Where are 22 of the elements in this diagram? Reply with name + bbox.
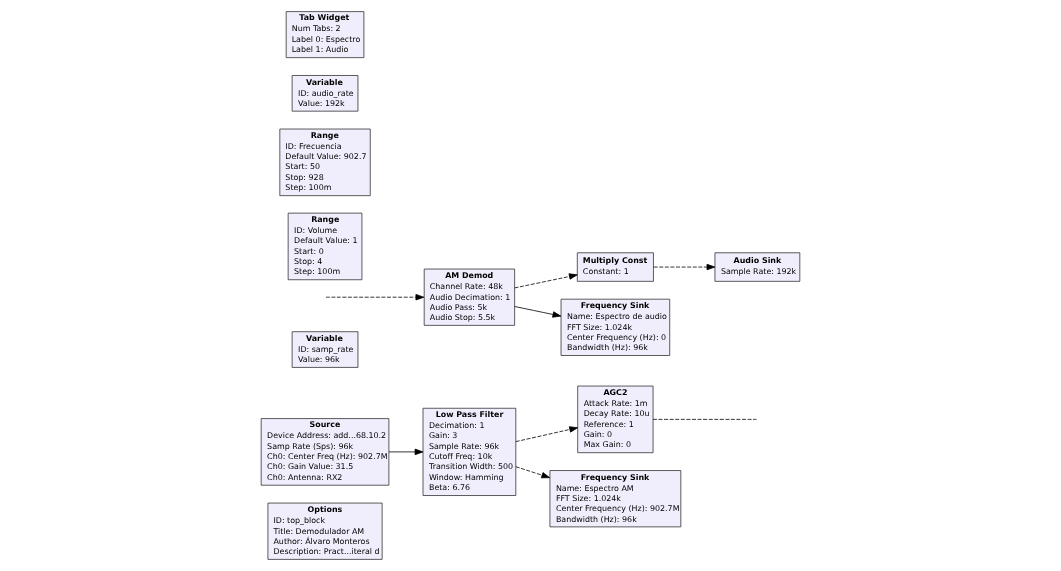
node-box: Options ID: top_block Title: Demodulador AM Author: Álvaro Monteros Description: Pract...iteral d [267,502,383,560]
arrow [325,294,425,301]
arrow [515,426,579,442]
node-box: Range ID: Frecuencia Default Value: 902.7 Start: 50 Stop: 928 Step: 100m [279,128,371,197]
node-box: Frequency Sink Name: Espectro AM FFT Size: 1.024k Center Frequency (Hz): 902.7M Bandwidth (Hz): 96k [549,470,682,528]
arrow [514,306,562,318]
node-box: Range ID: Volume Default Value: 1 Start: 0 Stop: 4 Step: 100m [287,212,363,281]
node-box: Tab Widget Num Tabs: 2 Label 0: Espectro Label 1: Audio [285,11,365,58]
node-box: AM Demod Channel Rate: 48k Audio Decimation: 1 Audio Pass: 5k Audio Stop: 5.5k [423,268,516,326]
node-box: AGC2 Attack Rate: 1m Decay Rate: 10u Reference: 1 Gain: 0 Max Gain: 0 [577,385,654,454]
arrow [515,466,551,479]
connector [652,418,757,420]
node-box: Source Device Address: add...68.10.2 Samp Rate (Sps): 96k Ch0: Center Freq (Hz): 902.7M Ch0: Gain Value: 31.5 Ch0: Antenna: RX2 [260,418,390,486]
node-box: Variable ID: audio_rate Value: 192k [291,75,359,112]
node-box: Variable ID: samp_rate Value: 96k [291,331,359,368]
node-box: Frequency Sink Name: Espectro de audio FFT Size: 1.024k Center Frequency (Hz): 0 Bandwidth (Hz): 96k [560,298,671,356]
arrow [514,273,578,289]
node-box: Multiply Const Constant: 1 [576,252,654,282]
arrow [653,263,716,271]
node-box: Low Pass Filter Decimation: 1 Gain: 3 Sample Rate: 96k Cutoff Freq: 10k Transition Width: 500 Window: Hamming Beta: 6.76 [422,407,517,496]
node-box: Audio Sink Sample Rate: 192k [714,252,801,282]
arrow [388,448,424,456]
